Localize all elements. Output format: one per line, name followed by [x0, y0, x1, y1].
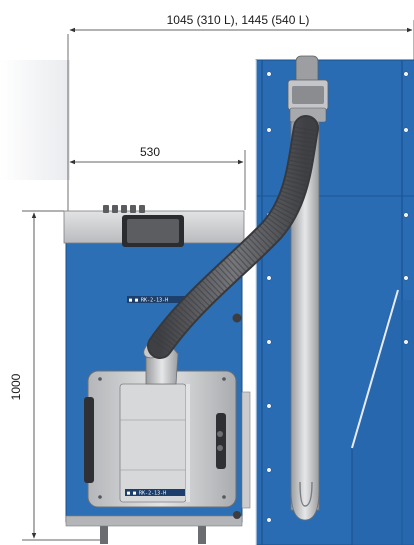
- dimension-total-width: 1045 (310 L), 1445 (540 L): [67, 13, 414, 240]
- dimension-height: 1000: [9, 210, 100, 541]
- height-label: 1000: [9, 373, 23, 400]
- upper-plate-label: ■ ■ RK-2-13-H: [129, 298, 168, 304]
- boiler-width-label: 530: [140, 145, 160, 159]
- burner-door: ■ ■ RK-2-13-H: [84, 370, 251, 509]
- dimension-boiler-width: 530: [69, 145, 246, 210]
- total-width-label: 1045 (310 L), 1445 (540 L): [167, 13, 310, 27]
- pellet-hopper: [255, 59, 414, 545]
- background-shade: [0, 60, 70, 180]
- pellet-hose: [147, 115, 319, 359]
- lower-plate-label: ■ ■ RK-2-13-H: [127, 491, 166, 497]
